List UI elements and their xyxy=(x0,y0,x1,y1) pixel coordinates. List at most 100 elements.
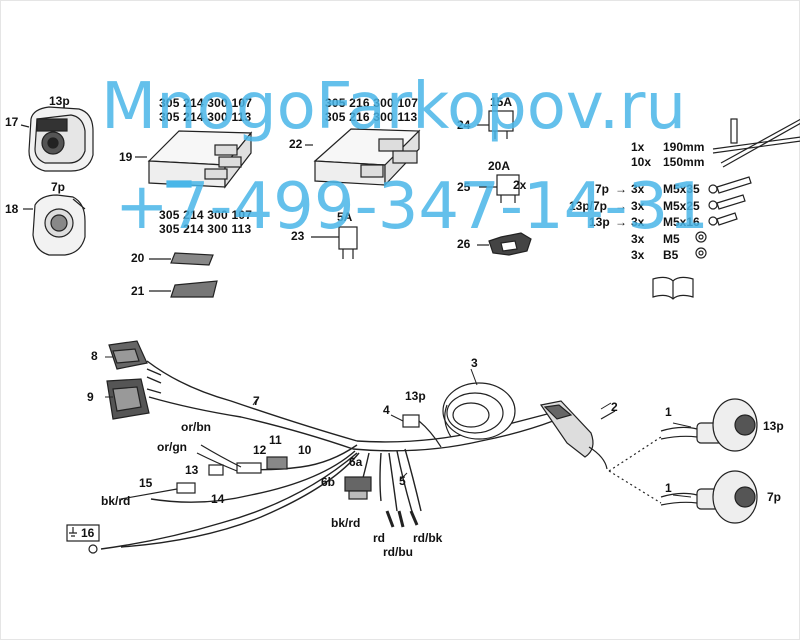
wire-rd: rd xyxy=(373,531,385,545)
plug-13p-part-4 xyxy=(402,414,442,448)
tape-part-20 xyxy=(149,252,214,266)
part-22-code-1: 305 216 300 107 xyxy=(325,96,419,110)
manual-book-icon xyxy=(652,276,694,300)
hardware-desc-7: B5 xyxy=(663,248,679,262)
hardware-qty-4: 3x xyxy=(631,199,645,213)
part-24-number: 24 xyxy=(457,118,471,132)
part-15-number: 15 xyxy=(139,476,153,490)
part-25-qty: 2x xyxy=(513,178,527,192)
connector-part-8 xyxy=(108,340,148,370)
part-11-number: 11 xyxy=(269,433,282,447)
plug-4-label: 13p xyxy=(405,389,426,403)
fuse-15a-part-24 xyxy=(477,110,514,139)
part-17-label: 13p xyxy=(49,94,70,108)
leader-lines xyxy=(105,356,692,498)
part-20-number: 20 xyxy=(131,251,145,265)
hardware-desc-2: 150mm xyxy=(663,155,705,169)
part-26-number: 26 xyxy=(457,237,471,251)
part-14-number: 14 xyxy=(211,492,225,506)
socket-7p-label: 7p xyxy=(767,490,782,504)
wire-bk-rd-mid: bk/rd xyxy=(331,516,361,530)
hardware-qty-2: 10x xyxy=(631,155,652,169)
part-5-number: 5 xyxy=(399,474,406,488)
module-part-19 xyxy=(135,130,253,189)
part-25-label: 20A xyxy=(488,159,511,173)
hardware-desc-3: M5x35 xyxy=(663,182,700,196)
watermark-site: MnogoFarkopov.ru xyxy=(101,70,687,144)
wire-terminals xyxy=(385,510,419,528)
part-1b-number: 1 xyxy=(665,481,672,495)
part-2-number: 2 xyxy=(611,400,618,414)
hardware-desc-5: M5x16 xyxy=(663,215,700,229)
part-3-number: 3 xyxy=(471,356,478,370)
hardware-desc-1: 190mm xyxy=(663,140,705,154)
socket-13p-part-17 xyxy=(20,106,94,172)
part-19-number: 19 xyxy=(119,150,133,164)
part-18-label: 7p xyxy=(51,180,66,194)
hardware-qty-1: 1x xyxy=(631,140,645,154)
part-4-number: 4 xyxy=(383,403,390,417)
hardware-pre-3: 7p xyxy=(595,182,610,196)
hardware-qty-3: 3x xyxy=(631,182,645,196)
tape-part-21 xyxy=(149,280,218,298)
part-23-number: 23 xyxy=(291,229,305,243)
part-18-number: 18 xyxy=(5,202,19,216)
part-9-number: 9 xyxy=(87,390,94,404)
connector-part-9 xyxy=(106,378,150,420)
part-22-number: 22 xyxy=(289,137,303,151)
part-19-code-top-1: 305 214 300 107 xyxy=(159,96,253,110)
harness-socket-13p xyxy=(660,398,758,452)
part-19-code-top-2: 305 214 300 113 xyxy=(159,110,252,124)
part-7-number: 7 xyxy=(253,394,260,408)
hardware-qty-5: 3x xyxy=(631,215,645,229)
part-19-code-bottom-1: 305 214 300 107 xyxy=(159,208,253,222)
fuse-20a-part-25 xyxy=(479,174,520,203)
part-6a-number: 6a xyxy=(349,455,363,469)
socket-13p-label: 13p xyxy=(763,419,784,433)
dotted-links xyxy=(608,436,662,504)
part-10-number: 10 xyxy=(298,443,312,457)
connectors-6a-6b xyxy=(344,476,372,500)
bracket-part-2 xyxy=(539,400,616,470)
arrow-5: → xyxy=(615,215,627,229)
hardware-desc-4: M5x25 xyxy=(663,199,700,213)
clip-part-26 xyxy=(477,232,532,256)
part-8-number: 8 xyxy=(91,349,98,363)
wire-rd-bu: rd/bu xyxy=(383,545,413,559)
wire-or-gn: or/gn xyxy=(157,440,187,454)
part-24-label: 15A xyxy=(490,95,513,109)
main-harness xyxy=(100,360,554,550)
part-21-number: 21 xyxy=(131,284,145,298)
watermark-phone: +7-499-347-14-31 xyxy=(115,170,709,244)
cable-ties xyxy=(712,118,800,168)
loom-coil-part-3 xyxy=(442,382,516,440)
part-13-number: 13 xyxy=(185,463,199,477)
screws xyxy=(695,176,752,259)
hardware-qty-7: 3x xyxy=(631,248,645,262)
part-17-number: 17 xyxy=(5,115,19,129)
hardware-qty-6: 3x xyxy=(631,232,645,246)
part-23-label: 5A xyxy=(337,210,353,224)
part-6b-number: 6b xyxy=(321,475,336,489)
arrow-3: → xyxy=(615,182,627,196)
part-19-code-bottom-2: 305 214 300 113 xyxy=(159,222,252,236)
wire-bk-rd-left: bk/rd xyxy=(101,494,131,508)
wire-rd-bk: rd/bk xyxy=(413,531,443,545)
part-1a-number: 1 xyxy=(665,405,672,419)
hardware-desc-6: M5 xyxy=(663,232,680,246)
part-25-number: 25 xyxy=(457,180,471,194)
wire-or-bn: or/bn xyxy=(181,420,211,434)
module-part-22 xyxy=(305,128,421,187)
part-22-code-2: 305 216 300 113 xyxy=(325,110,418,124)
ground-part-16 xyxy=(66,524,100,554)
hardware-pre-4: 13p/7p xyxy=(569,199,608,213)
hardware-pre-5: 13p xyxy=(589,215,610,229)
part-12-number: 12 xyxy=(253,443,267,457)
fuse-5a-part-23 xyxy=(311,226,358,259)
part-16-number: 16 xyxy=(81,526,95,540)
arrow-4: → xyxy=(615,199,627,213)
socket-7p-part-18 xyxy=(23,194,86,256)
harness-socket-7p xyxy=(660,470,758,524)
